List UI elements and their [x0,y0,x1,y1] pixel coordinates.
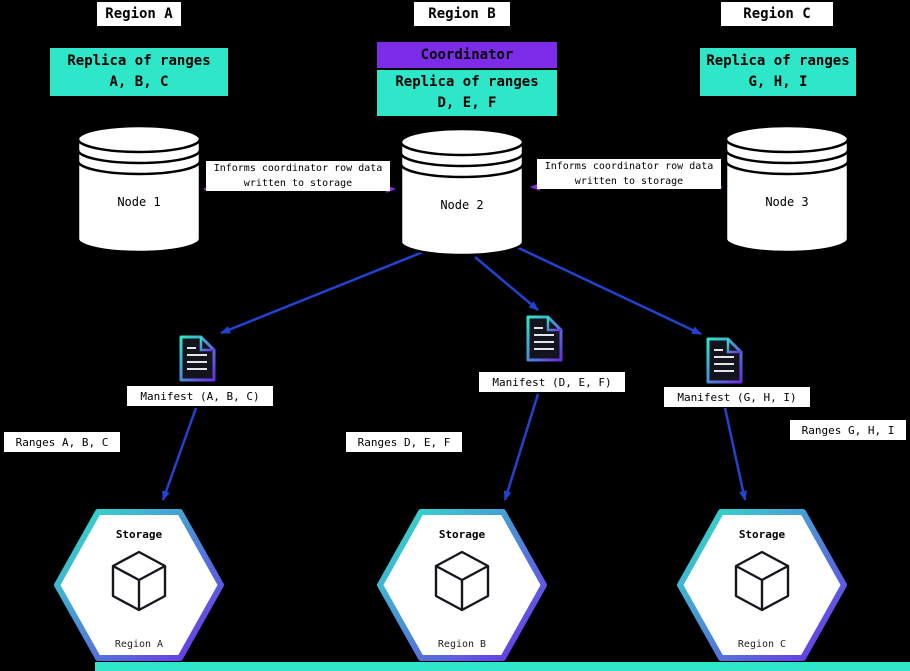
arrow-manifest-b-to-storage-b [503,393,540,501]
replica-box-b: Replica of ranges D, E, F [377,70,557,116]
node-3-cylinder [724,124,850,254]
storage-b-region-label: Region B [437,638,487,650]
region-a-header: Region A [97,2,181,26]
storage-hexagon-a [54,509,224,661]
ranges-b-label: Ranges D, E, F [346,432,462,452]
flow-arrows [161,241,747,501]
arrow-node2-to-manifest-a [220,248,429,335]
informs-label-right: Informs coordinator row data written to … [537,159,721,189]
storage-b-title: Storage [438,527,486,541]
manifest-icon-c [706,337,743,384]
storage-hexagon-c [677,509,847,661]
storage-a-region-label: Region A [114,638,164,650]
replica-box-a: Replica of ranges A, B, C [50,48,228,96]
node-3-label: Node 3 [765,195,809,209]
arrow-manifest-c-to-storage-c [723,407,747,501]
manifest-c-label: Manifest (G, H, I) [664,387,810,407]
region-b-header: Region B [414,2,510,26]
arrow-manifest-a-to-storage-a [161,407,198,501]
manifest-a-label: Manifest (A, B, C) [127,386,273,406]
storage-c-region-label: Region C [737,638,787,650]
replica-box-c: Replica of ranges G, H, I [700,48,856,96]
cube-icon-c [734,550,790,612]
cube-icon-a [111,550,167,612]
node-2-cylinder [399,127,525,257]
manifest-icon-b [526,315,563,362]
arrow-node2-to-manifest-b [474,256,539,311]
storage-hexagon-b [377,509,547,661]
arrow-node2-to-manifest-c [507,241,702,336]
bottom-cyan-strip [95,662,910,671]
manifest-b-label: Manifest (D, E, F) [479,372,625,392]
region-c-header: Region C [721,2,833,26]
coordinator-badge: Coordinator [377,42,557,68]
informs-label-left: Informs coordinator row data written to … [206,161,390,191]
node-1-label: Node 1 [117,195,161,209]
cube-icon-b [434,550,490,612]
node-1-cylinder [76,124,202,254]
node-2-label: Node 2 [440,198,484,212]
ranges-a-label: Ranges A, B, C [4,432,120,452]
storage-a-title: Storage [115,527,163,541]
storage-c-title: Storage [738,527,786,541]
ranges-c-label: Ranges G, H, I [790,420,906,440]
manifest-icon-a [179,335,216,382]
